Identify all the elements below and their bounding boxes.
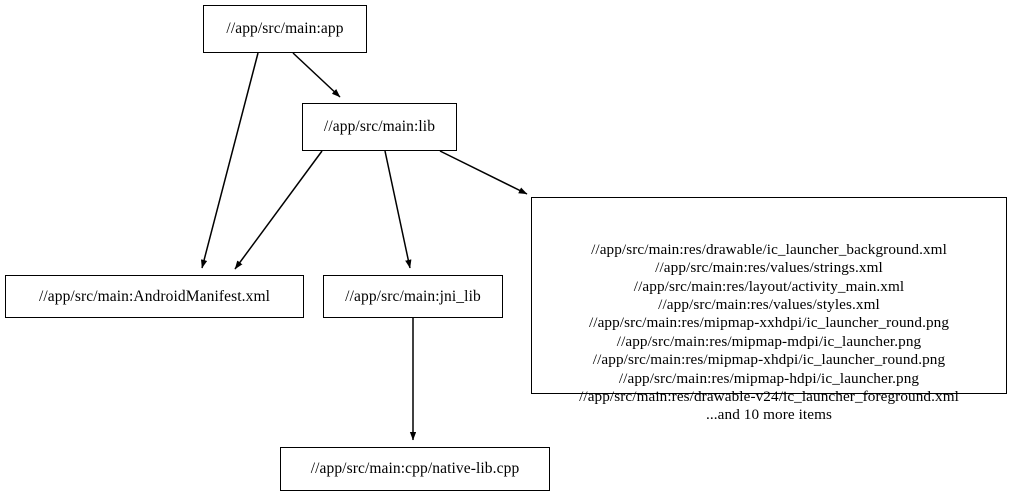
node-resources-cluster[interactable]: //app/src/main:res/drawable/ic_launcher_… xyxy=(531,197,1007,423)
node-jni-lib[interactable]: //app/src/main:jni_lib xyxy=(323,275,503,318)
edge-lib-to-manifest xyxy=(234,150,323,270)
edge-app-to-lib xyxy=(292,52,341,98)
node-android-manifest-label: //app/src/main:AndroidManifest.xml xyxy=(38,287,271,305)
edge-lib-to-resources xyxy=(439,150,528,195)
edge-lib-to-jni-lib xyxy=(384,150,412,269)
node-android-manifest[interactable]: //app/src/main:AndroidManifest.xml xyxy=(5,275,304,318)
node-app[interactable]: //app/src/main:app xyxy=(203,5,367,53)
node-lib[interactable]: //app/src/main:lib xyxy=(302,103,457,151)
node-lib-label: //app/src/main:lib xyxy=(323,118,436,136)
node-native-lib-cpp-label: //app/src/main:cpp/native-lib.cpp xyxy=(310,460,520,478)
node-native-lib-cpp[interactable]: //app/src/main:cpp/native-lib.cpp xyxy=(280,447,550,491)
edge-app-to-manifest xyxy=(200,52,259,269)
node-jni-lib-label: //app/src/main:jni_lib xyxy=(345,287,481,305)
node-resources-cluster-label: //app/src/main:res/drawable/ic_launcher_… xyxy=(579,240,959,424)
node-app-label: //app/src/main:app xyxy=(226,20,344,38)
